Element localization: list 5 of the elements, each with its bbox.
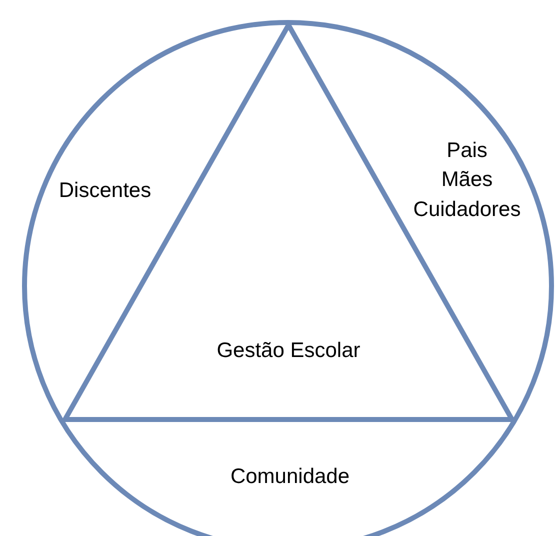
node-text: Gestão Escolar — [216, 338, 362, 364]
region-label: Comunidade — [230, 464, 350, 490]
region-label: Discentes — [58, 178, 152, 204]
circle-outline — [22, 20, 554, 536]
region-label: Pais Mães Cuidadores — [412, 138, 522, 223]
